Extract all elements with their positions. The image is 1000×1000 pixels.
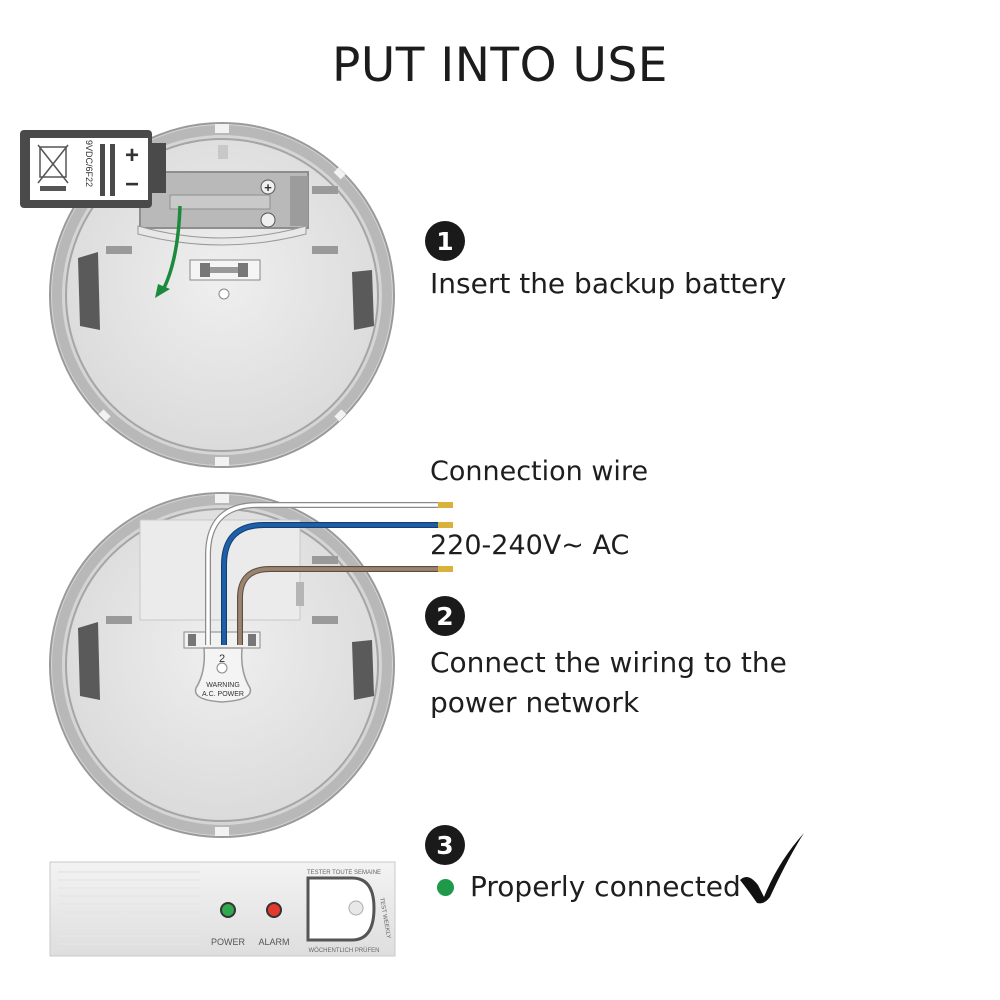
power-led: [220, 902, 236, 918]
detector-2-base: [49, 492, 395, 838]
battery-minus-label: −: [125, 171, 139, 198]
terminal-number: 2: [219, 653, 225, 665]
checkmark-icon: [740, 833, 804, 904]
step-1-text: Insert the backup battery: [430, 267, 787, 300]
warning-label-line2: A.C. POWER: [202, 691, 244, 698]
svg-text:+: +: [264, 180, 272, 195]
battery-spec-label: 9VDC/6F22: [84, 140, 94, 187]
battery-icon: [20, 130, 166, 208]
battery-plus-label: +: [125, 142, 139, 169]
step-2-line2: power network: [430, 686, 640, 719]
ring-text-top: TESTER TOUTE SEMAINE: [307, 870, 381, 876]
step-2-badge: 2: [425, 596, 465, 636]
step-1-badge: 1: [425, 221, 465, 261]
status-dot: [437, 879, 454, 896]
insert-arrow-head: [155, 284, 170, 298]
voltage-label: 220-240V~ AC: [430, 530, 630, 561]
alarm-led-label: ALARM: [258, 937, 289, 947]
page-title: PUT INTO USE: [332, 38, 668, 93]
insert-arrow-icon: [160, 205, 182, 293]
power-led-label: POWER: [211, 937, 246, 947]
step-3-badge: 3: [425, 825, 465, 865]
connection-wires: [205, 502, 453, 645]
alarm-led: [266, 902, 282, 918]
warning-label-line1: WARNING: [206, 682, 240, 689]
ring-text-bottom: WÖCHENTLICH PRÜFEN: [308, 947, 379, 954]
step-3-text: Properly connected: [470, 870, 741, 903]
step-2-line1: Connect the wiring to the: [430, 646, 787, 679]
connection-wire-label: Connection wire: [430, 456, 649, 487]
